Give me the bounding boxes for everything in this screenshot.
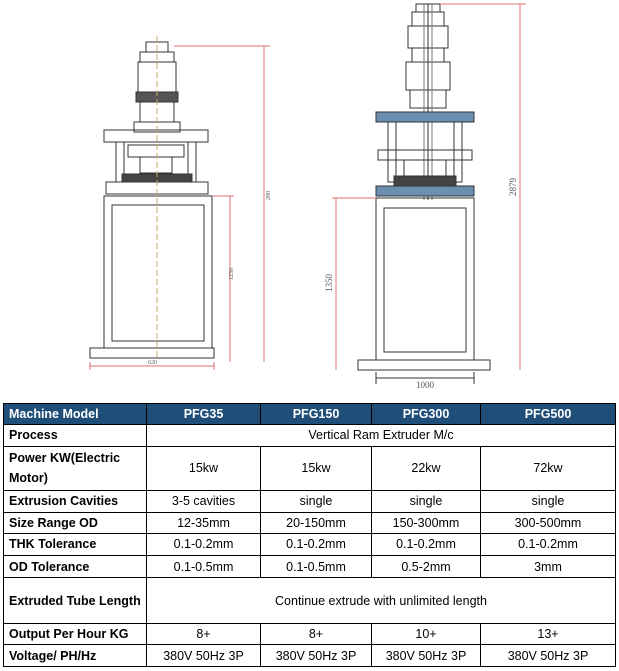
- row-label: Process: [3, 424, 147, 447]
- row-label: Size Range OD: [3, 511, 147, 535]
- cell-value: single: [371, 489, 481, 513]
- cell-value: 0.1-0.5mm: [146, 554, 261, 579]
- cell-value: 380V 50Hz 3P: [480, 644, 616, 667]
- header-row: Machine Model PFG35 PFG150 PFG300 PFG500: [3, 403, 616, 425]
- dim-lower-height: 1350: [324, 274, 334, 293]
- cell-value: 22kw: [371, 445, 481, 491]
- table-row: Extruded Tube Length Continue extrude wi…: [3, 577, 616, 624]
- cell-value: single: [260, 489, 372, 513]
- dim-left-bottom: 620: [148, 360, 157, 366]
- dim-left-a: 280: [266, 191, 272, 200]
- cell-value: 12-35mm: [146, 511, 261, 535]
- table-row: Voltage/ PH/Hz 380V 50Hz 3P 380V 50Hz 3P…: [3, 644, 616, 667]
- cell-value: 0.1-0.2mm: [146, 533, 261, 556]
- cell-value: 13+: [480, 622, 616, 646]
- cell-value: single: [480, 489, 616, 513]
- cell-value: 0.1-0.2mm: [260, 533, 372, 556]
- cell-value: 300-500mm: [480, 511, 616, 535]
- cell-value: 72kw: [480, 445, 616, 491]
- cell-value: 0.1-0.2mm: [371, 533, 481, 556]
- left-machine-view: [89, 36, 270, 370]
- machine-drawing: 280 1230 620 1350 2879 1000: [89, 3, 526, 390]
- cell-value: 10+: [371, 622, 481, 646]
- cell-value: 380V 50Hz 3P: [371, 644, 481, 667]
- table-row: OD Tolerance 0.1-0.5mm 0.1-0.5mm 0.5-2mm…: [3, 554, 616, 579]
- cell-value: 3mm: [480, 554, 616, 579]
- row-label: Voltage/ PH/Hz: [3, 644, 147, 667]
- cell-value: 380V 50Hz 3P: [146, 644, 261, 667]
- header-pfg35: PFG35: [146, 403, 261, 425]
- dim-total-height: 2879: [508, 178, 518, 197]
- row-span-value: Vertical Ram Extruder M/c: [146, 424, 616, 447]
- right-machine-view: [332, 3, 526, 384]
- spec-table: Machine Model PFG35 PFG150 PFG300 PFG500…: [3, 403, 616, 667]
- cell-value: 8+: [260, 622, 372, 646]
- cell-value: 0.1-0.2mm: [480, 533, 616, 556]
- header-pfg300: PFG300: [371, 403, 481, 425]
- cell-value: 380V 50Hz 3P: [260, 644, 372, 667]
- dim-left-b: 1230: [229, 268, 235, 280]
- cell-value: 20-150mm: [260, 511, 372, 535]
- table-row: THK Tolerance 0.1-0.2mm 0.1-0.2mm 0.1-0.…: [3, 533, 616, 556]
- cell-value: 0.5-2mm: [371, 554, 481, 579]
- row-label: Power KW(Electric Motor): [3, 445, 147, 491]
- table-row: Extrusion Cavities 3-5 cavities single s…: [3, 489, 616, 513]
- header-pfg500: PFG500: [480, 403, 616, 425]
- cell-value: 15kw: [146, 445, 261, 491]
- cell-value: 8+: [146, 622, 261, 646]
- header-pfg150: PFG150: [260, 403, 372, 425]
- table-row: Process Vertical Ram Extruder M/c: [3, 424, 616, 447]
- table-row: Size Range OD 12-35mm 20-150mm 150-300mm…: [3, 511, 616, 535]
- cell-value: 150-300mm: [371, 511, 481, 535]
- header-machine-model: Machine Model: [3, 403, 147, 425]
- table-row: Power KW(Electric Motor) 15kw 15kw 22kw …: [3, 445, 616, 491]
- cell-value: 3-5 cavities: [146, 489, 261, 513]
- cell-value: 0.1-0.5mm: [260, 554, 372, 579]
- row-label: Extrusion Cavities: [3, 489, 147, 513]
- row-label: OD Tolerance: [3, 554, 147, 579]
- row-label: Extruded Tube Length: [3, 577, 147, 624]
- row-label: Output Per Hour KG: [3, 622, 147, 646]
- row-label: THK Tolerance: [3, 533, 147, 556]
- cell-value: 15kw: [260, 445, 372, 491]
- table-row: Output Per Hour KG 8+ 8+ 10+ 13+: [3, 622, 616, 646]
- row-span-value: Continue extrude with unlimited length: [146, 577, 616, 624]
- dim-width: 1000: [416, 380, 435, 390]
